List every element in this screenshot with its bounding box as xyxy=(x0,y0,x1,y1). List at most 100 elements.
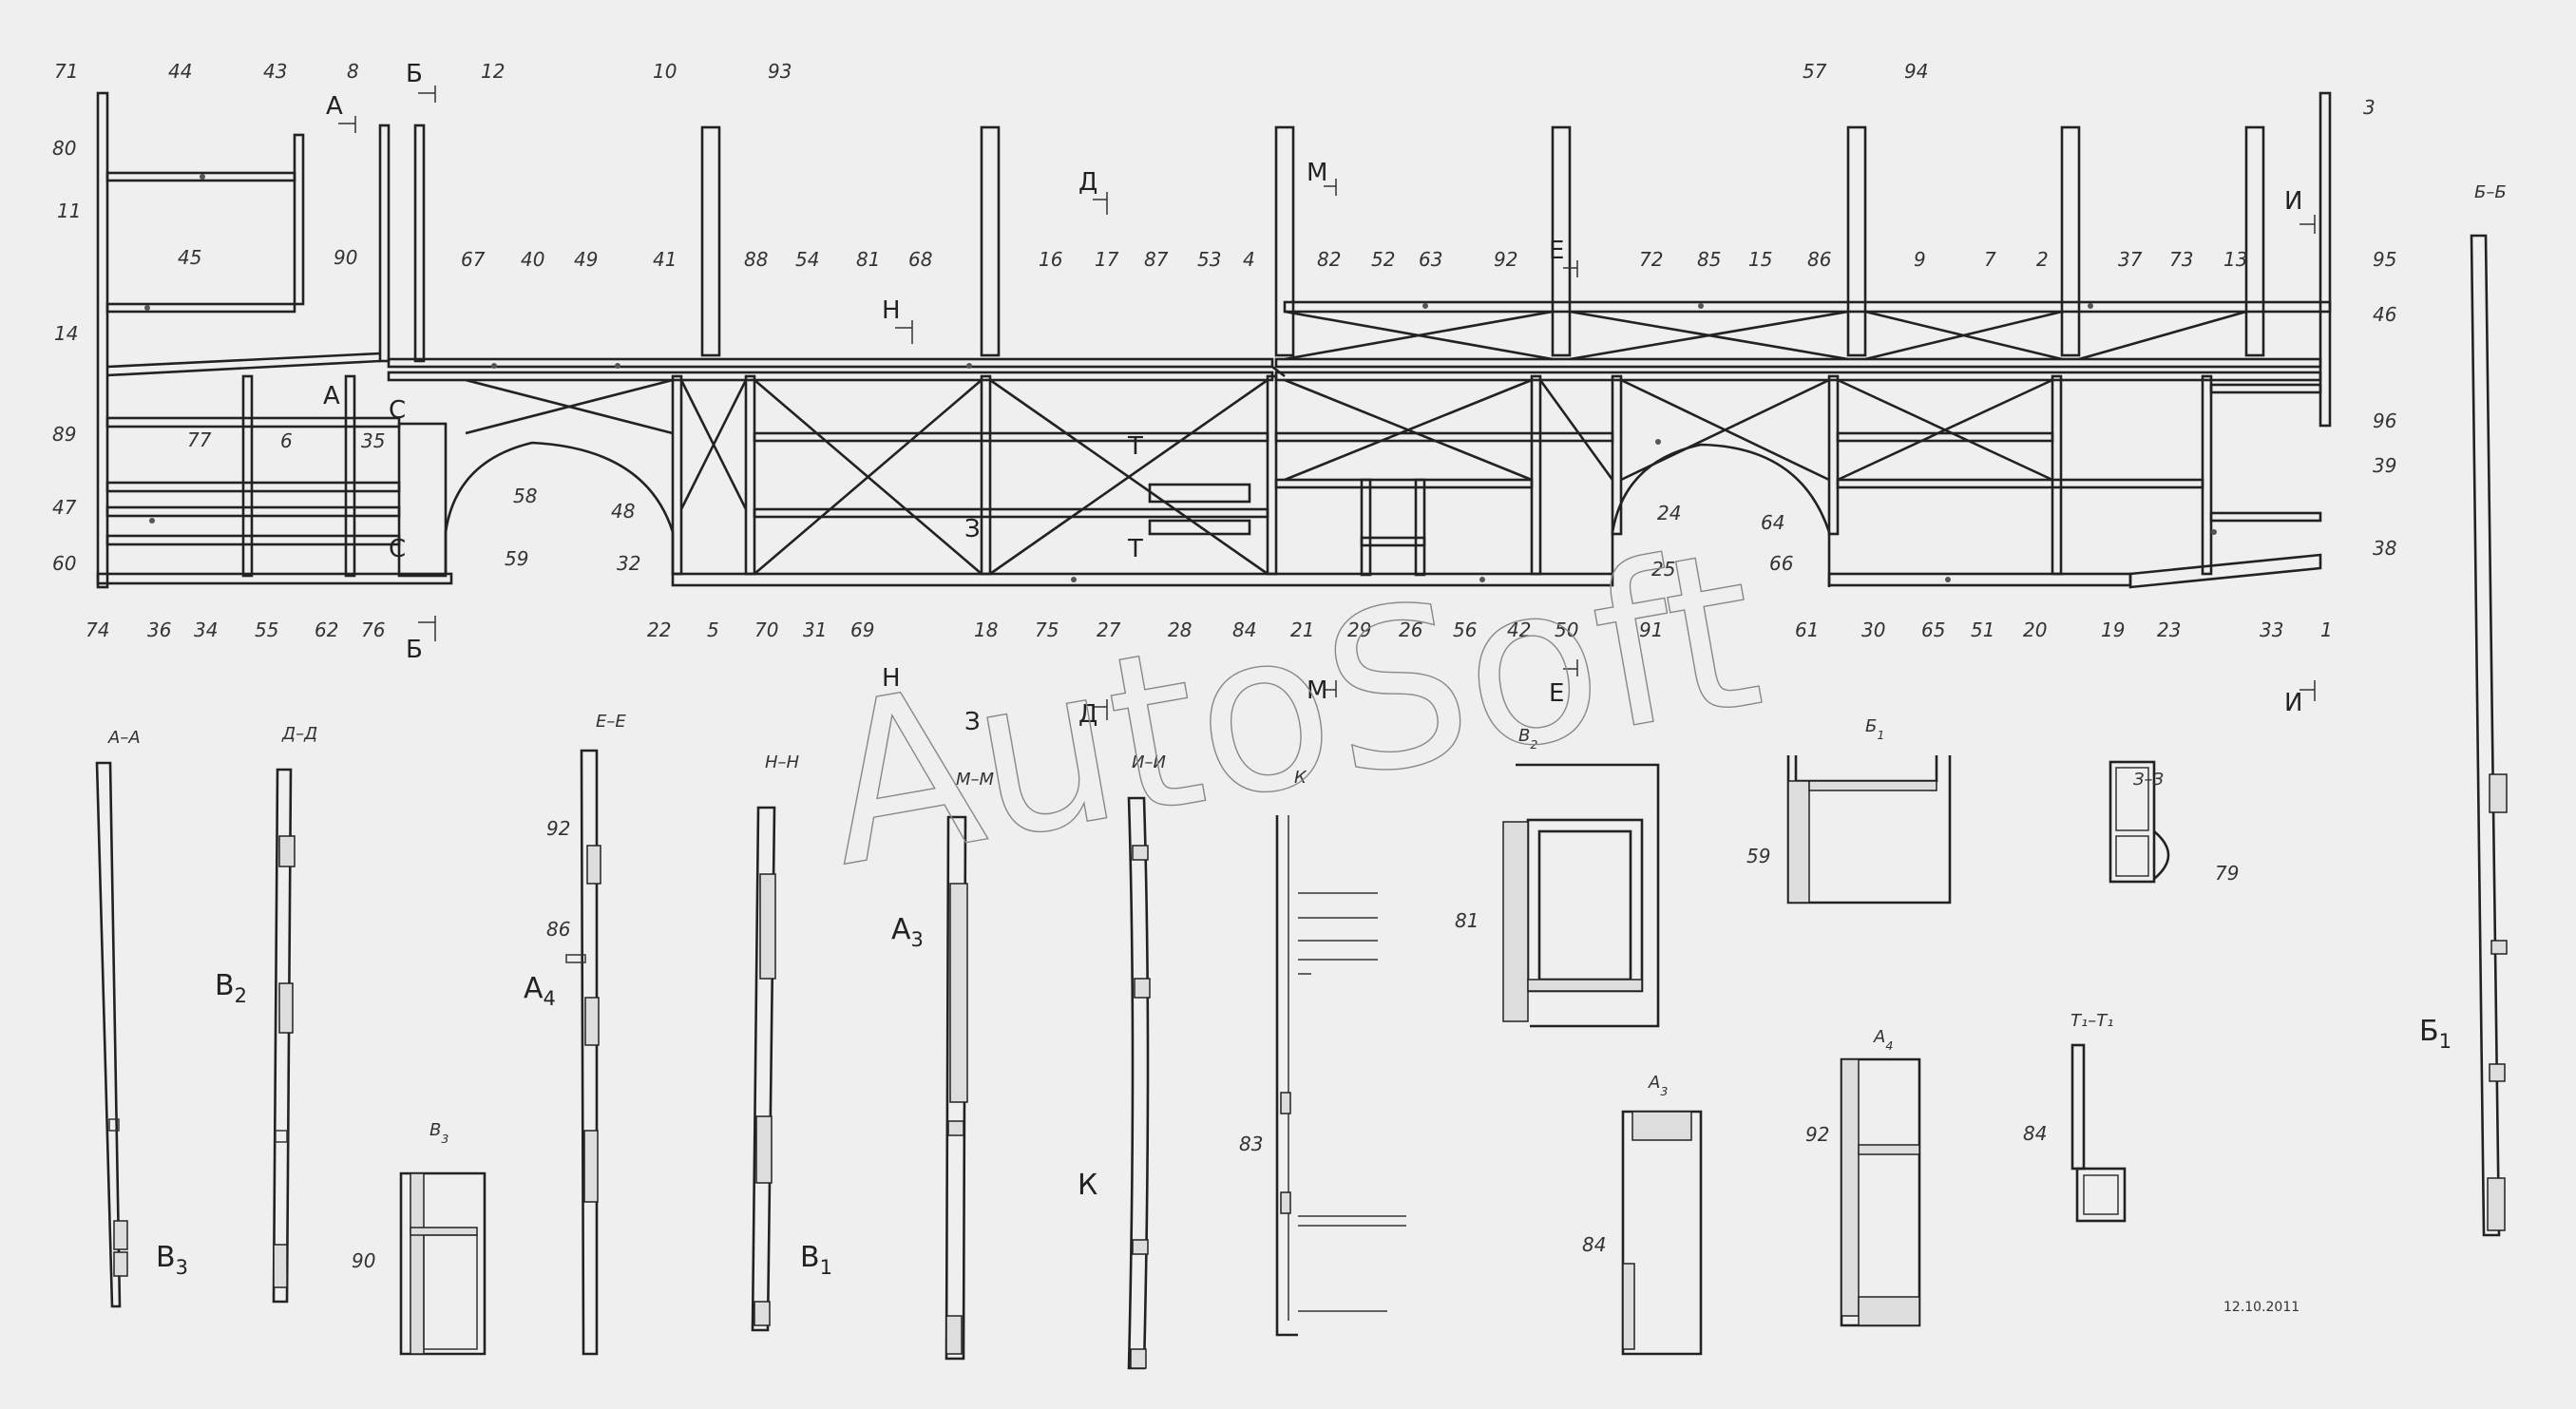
part-label: 11 xyxy=(57,200,81,222)
part-label: 63 xyxy=(1419,248,1442,271)
part-label: 42 xyxy=(1507,619,1531,641)
part-label: 87 xyxy=(1144,248,1169,271)
detail-part-label: 86 xyxy=(546,918,570,941)
part-label: 92 xyxy=(1494,248,1517,271)
part-label: 72 xyxy=(1639,248,1663,271)
section-mark: Д xyxy=(1078,168,1097,197)
view-title: К xyxy=(1294,768,1307,788)
section-mark: С xyxy=(389,396,406,425)
detail-callout: К xyxy=(1078,1169,1097,1202)
part-label: 80 xyxy=(52,137,76,160)
part-label: 13 xyxy=(2223,248,2247,271)
section-view-d-d xyxy=(272,768,296,1304)
detail-callout-subscript: 2 xyxy=(235,984,247,1007)
part-label: 32 xyxy=(617,552,640,575)
view-title: А–А xyxy=(107,728,141,748)
view-title: Б–Б xyxy=(2474,182,2507,202)
section-view-e-e xyxy=(565,749,601,1356)
part-label: 74 xyxy=(86,619,109,641)
part-label: 28 xyxy=(1168,619,1192,641)
part-label: 3 xyxy=(2363,96,2376,119)
part-label: 76 xyxy=(361,619,385,641)
detail-title: А3 xyxy=(1648,1073,1668,1098)
section-mark: И xyxy=(2284,187,2302,216)
section-mark: С xyxy=(389,535,406,563)
view-title: Е–Е xyxy=(596,712,626,732)
part-label: 67 xyxy=(461,248,486,271)
part-label: 95 xyxy=(2373,248,2396,271)
drawing-date: 12.10.2011 xyxy=(2223,1300,2299,1315)
detail-title: А4 xyxy=(1873,1027,1893,1053)
part-label: 29 xyxy=(1347,619,1371,641)
section-view-n-n xyxy=(751,806,776,1332)
detail-part-label: 59 xyxy=(1746,845,1770,867)
part-label: 41 xyxy=(653,248,677,271)
part-label: 27 xyxy=(1097,619,1121,641)
part-label: 84 xyxy=(1232,619,1256,641)
detail-callout-subscript: 3 xyxy=(911,928,924,951)
part-label: 14 xyxy=(54,322,78,345)
part-label: 1 xyxy=(2320,619,2333,641)
main-side-view xyxy=(96,91,2332,589)
part-label: 15 xyxy=(1748,248,1772,271)
part-label: 19 xyxy=(2101,619,2125,641)
part-label: 93 xyxy=(768,60,792,83)
part-label: 65 xyxy=(1921,619,1945,641)
part-label: 59 xyxy=(505,547,528,570)
detail-title-subscript: 1 xyxy=(1877,728,1884,742)
part-label: 73 xyxy=(2169,248,2193,271)
section-mark: Е xyxy=(1549,237,1564,265)
part-label: 81 xyxy=(856,248,880,271)
part-label: 46 xyxy=(2373,303,2396,326)
part-label: 26 xyxy=(1399,619,1422,641)
detail-title-subscript: 3 xyxy=(441,1132,448,1146)
detail-part-label: 92 xyxy=(1805,1123,1829,1146)
part-label: 6 xyxy=(280,429,293,452)
detail-callout: В3 xyxy=(156,1241,188,1279)
part-label: 54 xyxy=(795,248,819,271)
section-mark: А xyxy=(326,92,343,121)
detail-part-label: 81 xyxy=(1455,909,1479,932)
part-label: 50 xyxy=(1555,619,1578,641)
part-label: 96 xyxy=(2373,409,2396,432)
part-label: 30 xyxy=(1861,619,1885,641)
section-mark: Б xyxy=(406,636,423,664)
part-label: 69 xyxy=(850,619,874,641)
part-label: 90 xyxy=(334,246,357,269)
part-label: 57 xyxy=(1803,60,1827,83)
section-mark: И xyxy=(2284,689,2302,717)
part-label: 47 xyxy=(52,496,77,519)
part-label: 71 xyxy=(54,60,78,83)
section-mark: Е xyxy=(1549,679,1564,708)
part-label: 44 xyxy=(168,60,192,83)
part-label: 23 xyxy=(2157,619,2181,641)
detail-v2 xyxy=(1502,763,1660,1028)
detail-part-label: 83 xyxy=(1239,1133,1263,1155)
part-label: 75 xyxy=(1035,619,1059,641)
part-label: 48 xyxy=(611,500,635,523)
detail-callout-subscript: 4 xyxy=(544,987,556,1010)
part-label: 88 xyxy=(744,248,768,271)
part-label: 82 xyxy=(1317,248,1341,271)
part-label: 12 xyxy=(481,60,505,83)
section-view-a-a xyxy=(95,761,128,1308)
part-label: 18 xyxy=(974,619,998,641)
detail-part-label: 90 xyxy=(352,1249,375,1272)
detail-title-subscript: 4 xyxy=(1885,1038,1893,1053)
part-label: 49 xyxy=(574,248,598,271)
section-mark: М xyxy=(1307,676,1327,705)
detail-part-label: 84 xyxy=(1582,1233,1606,1256)
detail-callout: В2 xyxy=(215,969,247,1007)
detail-title: Б1 xyxy=(1865,716,1884,742)
section-mark: Т xyxy=(1127,432,1143,461)
section-mark: Т xyxy=(1127,535,1143,563)
part-label: 34 xyxy=(194,619,218,641)
detail-callout: В1 xyxy=(800,1241,832,1279)
view-title: Н–Н xyxy=(765,752,800,772)
part-label: 58 xyxy=(513,485,537,507)
part-label: 24 xyxy=(1657,502,1681,524)
